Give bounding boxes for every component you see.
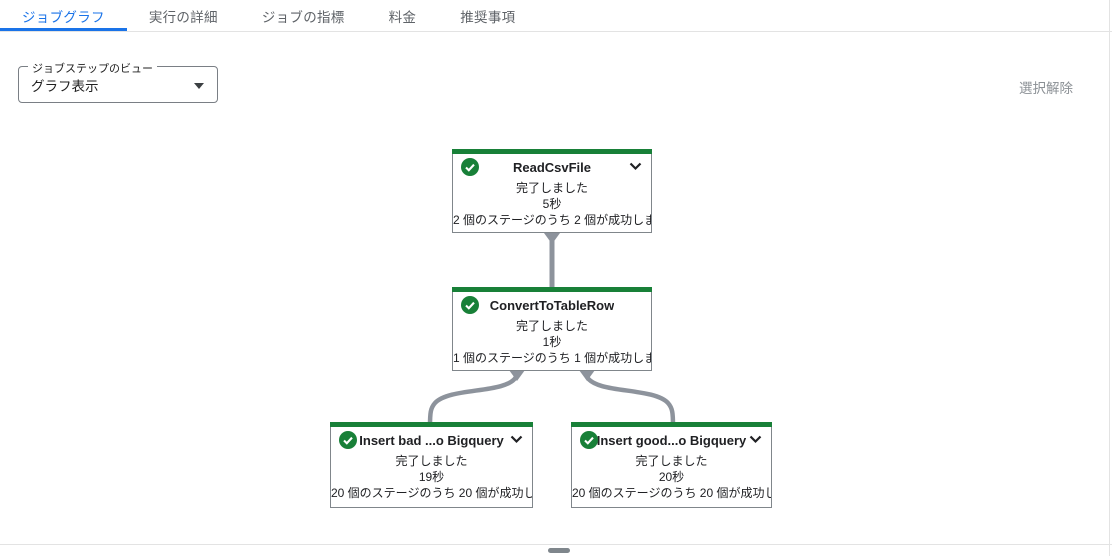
- node-status: 完了しました: [635, 454, 708, 468]
- node-status-bar: [571, 422, 772, 427]
- node-duration: 1秒: [542, 335, 562, 349]
- node-status: 完了しました: [515, 319, 588, 333]
- tab-bar: ジョブグラフ 実行の詳細 ジョブの指標 料金 推奨事項: [0, 0, 1112, 32]
- chevron-down-icon[interactable]: [629, 162, 642, 171]
- node-title: ConvertToTableRow: [489, 297, 615, 313]
- chevron-down-icon[interactable]: [749, 435, 762, 444]
- node-stages: 20 個のステージのうち 20 個が成功し: [572, 486, 771, 500]
- tab-execution-details[interactable]: 実行の詳細: [148, 9, 218, 25]
- node-status-bar: [452, 149, 652, 154]
- node-title: Insert good...o Bigquery: [596, 432, 747, 448]
- panel-drag-handle[interactable]: [548, 548, 570, 553]
- edge-convert-to-insert-bad: [427, 375, 518, 427]
- edge-arrow: [509, 370, 525, 381]
- tab-recommendations[interactable]: 推奨事項: [460, 9, 516, 25]
- deselect-button[interactable]: 選択解除: [1019, 77, 1073, 97]
- node-stages: 1 個のステージのうち 1 個が成功しま: [453, 351, 651, 365]
- edge-arrow: [579, 370, 595, 381]
- graph-node-readcsvfile[interactable]: ReadCsvFile 完了しました 5秒 2 個のステージのうち 2 個が成功…: [452, 149, 652, 233]
- tab-job-graph[interactable]: ジョブグラフ: [0, 0, 127, 31]
- chevron-down-icon[interactable]: [510, 435, 523, 444]
- check-circle-icon: [339, 431, 357, 449]
- node-duration: 20秒: [658, 470, 685, 484]
- right-panel-border: [1109, 0, 1110, 556]
- node-status-bar: [452, 287, 652, 292]
- node-stages: 2 個のステージのうち 2 個が成功しま: [453, 213, 651, 227]
- job-step-view-select-label: ジョブステップのビュー: [28, 60, 157, 76]
- triangle-down-icon: [194, 83, 204, 89]
- graph-node-insert-good-to-bigquery[interactable]: Insert good...o Bigquery 完了しました 20秒 20 個…: [571, 422, 772, 508]
- tab-pricing[interactable]: 料金: [388, 9, 417, 25]
- graph-node-insert-bad-to-bigquery[interactable]: Insert bad ...o Bigquery 完了しました 19秒 20 個…: [330, 422, 533, 508]
- job-step-view-select-value: グラフ表示: [31, 78, 99, 94]
- check-circle-icon: [461, 158, 479, 176]
- bottom-panel-divider: [0, 544, 1112, 545]
- edge-convert-to-insert-good: [585, 375, 676, 427]
- check-circle-icon: [461, 296, 479, 314]
- node-status-bar: [330, 422, 533, 427]
- tab-job-metrics[interactable]: ジョブの指標: [261, 9, 345, 25]
- node-title: Insert bad ...o Bigquery: [359, 432, 504, 448]
- node-title: ReadCsvFile: [512, 159, 592, 175]
- edge-arrow: [544, 233, 560, 244]
- node-stages: 20 個のステージのうち 20 個が成功し: [331, 486, 532, 500]
- node-status: 完了しました: [395, 454, 468, 468]
- graph-node-converttotablerow[interactable]: ConvertToTableRow 完了しました 1秒 1 個のステージのうち …: [452, 287, 652, 371]
- node-duration: 5秒: [542, 197, 562, 211]
- node-duration: 19秒: [418, 470, 445, 484]
- check-circle-icon: [580, 431, 598, 449]
- node-status: 完了しました: [515, 181, 588, 195]
- job-step-view-select[interactable]: ジョブステップのビュー グラフ表示: [18, 60, 218, 103]
